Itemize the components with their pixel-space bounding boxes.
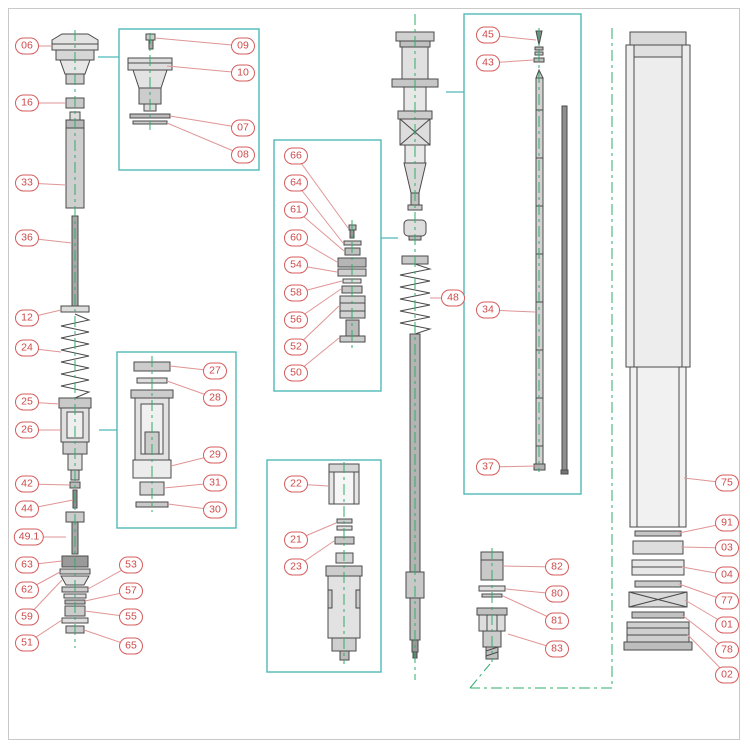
- callout-54: 54: [284, 256, 308, 274]
- callout-52: 52: [284, 338, 308, 356]
- callout-78: 78: [715, 641, 739, 659]
- callout-77: 77: [715, 592, 739, 610]
- callout-49.1: 49.1: [13, 528, 45, 546]
- callout-26: 26: [15, 421, 39, 439]
- leader-line-66: [295, 155, 349, 229]
- callout-91: 91: [715, 514, 739, 532]
- callout-48: 48: [441, 289, 465, 307]
- callout-10: 10: [231, 64, 255, 82]
- callout-36: 36: [15, 229, 39, 247]
- callout-21: 21: [284, 531, 308, 549]
- callout-80: 80: [545, 585, 569, 603]
- leader-line-07: [169, 115, 244, 129]
- callout-75: 75: [715, 474, 739, 492]
- callout-31: 31: [203, 474, 227, 492]
- callout-50: 50: [284, 364, 308, 382]
- callout-53: 53: [119, 556, 143, 574]
- callout-59: 59: [15, 608, 39, 626]
- callout-34: 34: [476, 301, 500, 319]
- callout-06: 06: [15, 37, 39, 55]
- part-outer-tube-75: [625, 31, 691, 528]
- callout-57: 57: [119, 582, 143, 600]
- callout-28: 28: [203, 389, 227, 407]
- callout-27: 27: [203, 362, 227, 380]
- callout-23: 23: [284, 558, 308, 576]
- leader-line-08: [166, 122, 244, 156]
- leader-line-64: [295, 182, 344, 244]
- callout-56: 56: [284, 311, 308, 329]
- rod-detail-box: [463, 13, 582, 495]
- callout-22: 22: [284, 475, 308, 493]
- callout-33: 33: [15, 174, 39, 192]
- callout-03: 03: [715, 539, 739, 557]
- callout-83: 83: [545, 640, 569, 658]
- callout-82: 82: [545, 558, 569, 576]
- callout-64: 64: [284, 174, 308, 192]
- part-rebound-spring-48: [399, 263, 432, 335]
- part-main-spring-24: [60, 313, 91, 399]
- callout-30: 30: [203, 501, 227, 519]
- callout-58: 58: [284, 284, 308, 302]
- callout-44: 44: [15, 500, 39, 518]
- callout-42: 42: [15, 475, 39, 493]
- piston-stack-detail-box: [273, 139, 382, 392]
- callout-29: 29: [203, 446, 227, 464]
- callout-60: 60: [284, 229, 308, 247]
- callout-16: 16: [15, 94, 39, 112]
- callout-01: 01: [715, 616, 739, 634]
- callout-02: 02: [715, 666, 739, 684]
- callout-81: 81: [545, 612, 569, 630]
- base-valve-detail-box: [116, 351, 237, 529]
- centerline: [469, 663, 491, 689]
- callout-08: 08: [231, 146, 255, 164]
- callout-51: 51: [15, 634, 39, 652]
- callout-09: 09: [231, 37, 255, 55]
- callout-12: 12: [15, 309, 39, 327]
- callout-07: 07: [231, 119, 255, 137]
- leader-line-10: [166, 65, 244, 74]
- cap-detail-box: [118, 28, 260, 171]
- callout-66: 66: [284, 147, 308, 165]
- callout-62: 62: [15, 581, 39, 599]
- callout-25: 25: [15, 393, 39, 411]
- callout-37: 37: [476, 458, 500, 476]
- callout-24: 24: [15, 339, 39, 357]
- bottom-detail-box: [266, 459, 382, 673]
- callout-45: 45: [476, 26, 500, 44]
- callout-43: 43: [476, 54, 500, 72]
- callout-04: 04: [715, 566, 739, 584]
- callout-55: 55: [119, 608, 143, 626]
- part-seal-stack-01-02-03-04-77-78-91: [623, 530, 693, 651]
- leader-line-09: [154, 37, 244, 47]
- callout-61: 61: [284, 201, 308, 219]
- callout-65: 65: [119, 637, 143, 655]
- callout-63: 63: [15, 556, 39, 574]
